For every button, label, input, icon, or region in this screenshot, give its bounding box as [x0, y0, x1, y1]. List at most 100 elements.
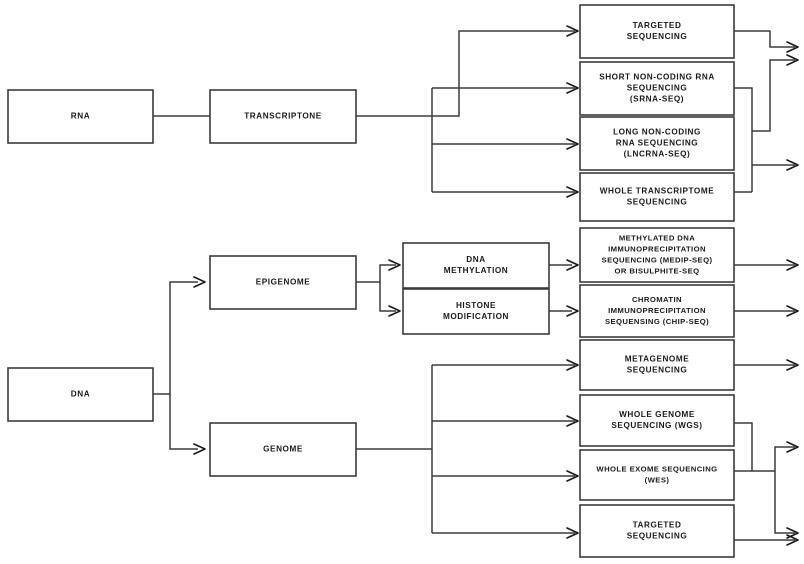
arrowhead-chip-out [786, 305, 799, 317]
node-label-dna-methylation-line0: DNA [466, 255, 485, 264]
node-label-lncrna-seq-line1: RNA SEQUENCING [616, 139, 698, 148]
node-box-chip-seq [579, 284, 735, 338]
node-box-whole-transcriptome-seq [579, 172, 735, 222]
connections-layer [153, 25, 799, 546]
node-box-metagenome-seq [579, 339, 735, 391]
node-transcriptone[interactable]: TRANSCRIPTONE [209, 89, 357, 144]
node-label-chip-seq-line0: CHROMATIN [632, 295, 682, 304]
node-label-lncrna-seq-line2: (LNCRNA-SEQ) [624, 150, 691, 159]
node-label-chip-seq-line1: IMMUNOPRECIPITATION [608, 306, 706, 315]
arrowhead-merge-to-out2 [786, 54, 799, 66]
arrowhead-to-wgs [566, 415, 579, 427]
connector-merge-up-out [774, 446, 795, 471]
node-dna-methylation[interactable]: DNA METHYLATION [402, 242, 550, 289]
connector-epigenome-split-2 [379, 282, 396, 312]
node-label-metagenome-seq-line0: METAGENOME [625, 355, 689, 364]
connector-wgs-wes-merge [734, 422, 775, 472]
node-label-medip-seq-line2: SEQUENCING (MEDIP-SEQ) [602, 256, 713, 265]
connector-dna-trunk [153, 281, 198, 395]
arrowhead-to-wes [566, 470, 579, 482]
node-genome[interactable]: GENOME [209, 422, 357, 477]
node-label-targeted-seq-rna-line0: TARGETED [633, 21, 682, 30]
node-box-dna-methylation [402, 242, 550, 289]
arrowhead-transcriptome-out3 [786, 159, 799, 171]
connector-srna-lnc-merge [734, 87, 753, 192]
node-dna[interactable]: DNA [7, 367, 154, 422]
node-targeted-seq-rna[interactable]: TARGETED SEQUENCING [579, 4, 735, 59]
node-label-wgs-line0: WHOLE GENOME [619, 410, 695, 419]
node-label-medip-seq-line0: METHYLATED DNA [619, 234, 695, 243]
arrowhead-dna-trunk [193, 276, 206, 288]
node-label-dna-line0: DNA [71, 390, 90, 399]
node-label-dna-methylation-line1: METHYLATION [444, 266, 509, 275]
node-srna-seq[interactable]: SHORT NON-CODING RNA SEQUENCING (SRNA-SEQ) [579, 61, 735, 116]
node-label-wes-line1: (WES) [645, 476, 670, 485]
node-label-srna-seq-line1: SEQUENCING [627, 84, 688, 93]
node-box-targeted-seq-dna [579, 504, 735, 558]
node-label-histone-modification-line0: HISTONE [456, 301, 496, 310]
arrowhead-histone-to-chip [566, 305, 579, 317]
node-lncrna-seq[interactable]: LONG NON-CODING RNA SEQUENCING (LNCRNA-SEQ… [579, 116, 735, 171]
node-label-targeted-seq-dna-line0: TARGETED [633, 521, 682, 530]
node-box-targeted-seq-rna [579, 4, 735, 59]
arrowhead-metagenome-out [786, 359, 799, 371]
arrowhead-dna-to-genome [193, 443, 206, 455]
node-box-wes [579, 449, 735, 501]
node-label-srna-seq-line0: SHORT NON-CODING RNA [599, 73, 715, 82]
connector-merge-to-out2 [752, 59, 795, 132]
node-label-medip-seq-line1: IMMUNOPRECIPITATION [608, 245, 706, 254]
node-label-targeted-seq-rna-line1: SEQUENCING [627, 32, 688, 41]
node-box-transcriptone [209, 89, 357, 144]
connector-dna-to-genome [169, 394, 198, 450]
arrowhead-to-srna [566, 82, 579, 94]
arrowhead-transcriptone-trunk [566, 25, 579, 37]
node-box-genome [209, 422, 357, 477]
node-label-epigenome-line0: EPIGENOME [256, 278, 311, 287]
node-label-whole-transcriptome-seq-line0: WHOLE TRANSCRIPTOME [600, 187, 714, 196]
node-wes[interactable]: WHOLE EXOME SEQUENCING (WES) [579, 449, 735, 501]
arrowhead-medip-out [786, 259, 799, 271]
node-whole-transcriptome-seq[interactable]: WHOLE TRANSCRIPTOME SEQUENCING [579, 172, 735, 222]
node-label-histone-modification-line1: MODIFICATION [443, 312, 509, 321]
node-label-srna-seq-line2: (SRNA-SEQ) [630, 95, 684, 104]
node-box-epigenome [209, 255, 357, 310]
node-label-wes-line0: WHOLE EXOME SEQUENCING [596, 465, 717, 474]
connector-merge-down-out [774, 471, 795, 534]
node-targeted-seq-dna[interactable]: TARGETED SEQUENCING [579, 504, 735, 558]
arrowhead-merge-up-out [786, 441, 799, 453]
arrowhead-targeted-rna-out [786, 41, 799, 53]
arrowhead-methylation-to-medip [566, 259, 579, 271]
node-label-transcriptone-line0: TRANSCRIPTONE [244, 112, 322, 121]
arrowhead-targeted-dna-out [786, 534, 799, 546]
arrowhead-epigenome-split [388, 259, 401, 271]
arrowhead-to-targeted-dna [566, 527, 579, 539]
node-wgs[interactable]: WHOLE GENOME SEQUENCING (WGS) [579, 394, 735, 447]
node-label-lncrna-seq-line0: LONG NON-CODING [613, 128, 701, 137]
connector-transcriptone-trunk [356, 30, 575, 117]
arrowhead-to-metagenome [566, 359, 579, 371]
node-rna[interactable]: RNA [7, 89, 154, 144]
node-histone-modification[interactable]: HISTONE MODIFICATION [402, 288, 550, 335]
node-label-whole-transcriptome-seq-line1: SEQUENCING [627, 198, 688, 207]
node-box-histone-modification [402, 288, 550, 335]
node-box-dna [7, 367, 154, 422]
connector-targeted-rna-out [734, 30, 795, 48]
arrowhead-to-lncrna [566, 138, 579, 150]
node-box-srna-seq [579, 61, 735, 116]
node-medip-seq[interactable]: METHYLATED DNA IMMUNOPRECIPITATION SEQUENC… [579, 227, 735, 283]
node-label-rna-line0: RNA [71, 112, 90, 121]
node-label-targeted-seq-dna-line1: SEQUENCING [627, 532, 688, 541]
node-label-medip-seq-line3: OR BISULPHITE-SEQ [615, 267, 700, 276]
arrowhead-to-whole-transcriptome [566, 186, 579, 198]
node-label-wgs-line1: SEQUENCING (WGS) [611, 421, 702, 430]
arrowhead-epigenome-split-2 [388, 305, 401, 317]
node-epigenome[interactable]: EPIGENOME [209, 255, 357, 310]
node-box-lncrna-seq [579, 116, 735, 171]
node-label-genome-line0: GENOME [263, 445, 303, 454]
node-box-medip-seq [579, 227, 735, 283]
